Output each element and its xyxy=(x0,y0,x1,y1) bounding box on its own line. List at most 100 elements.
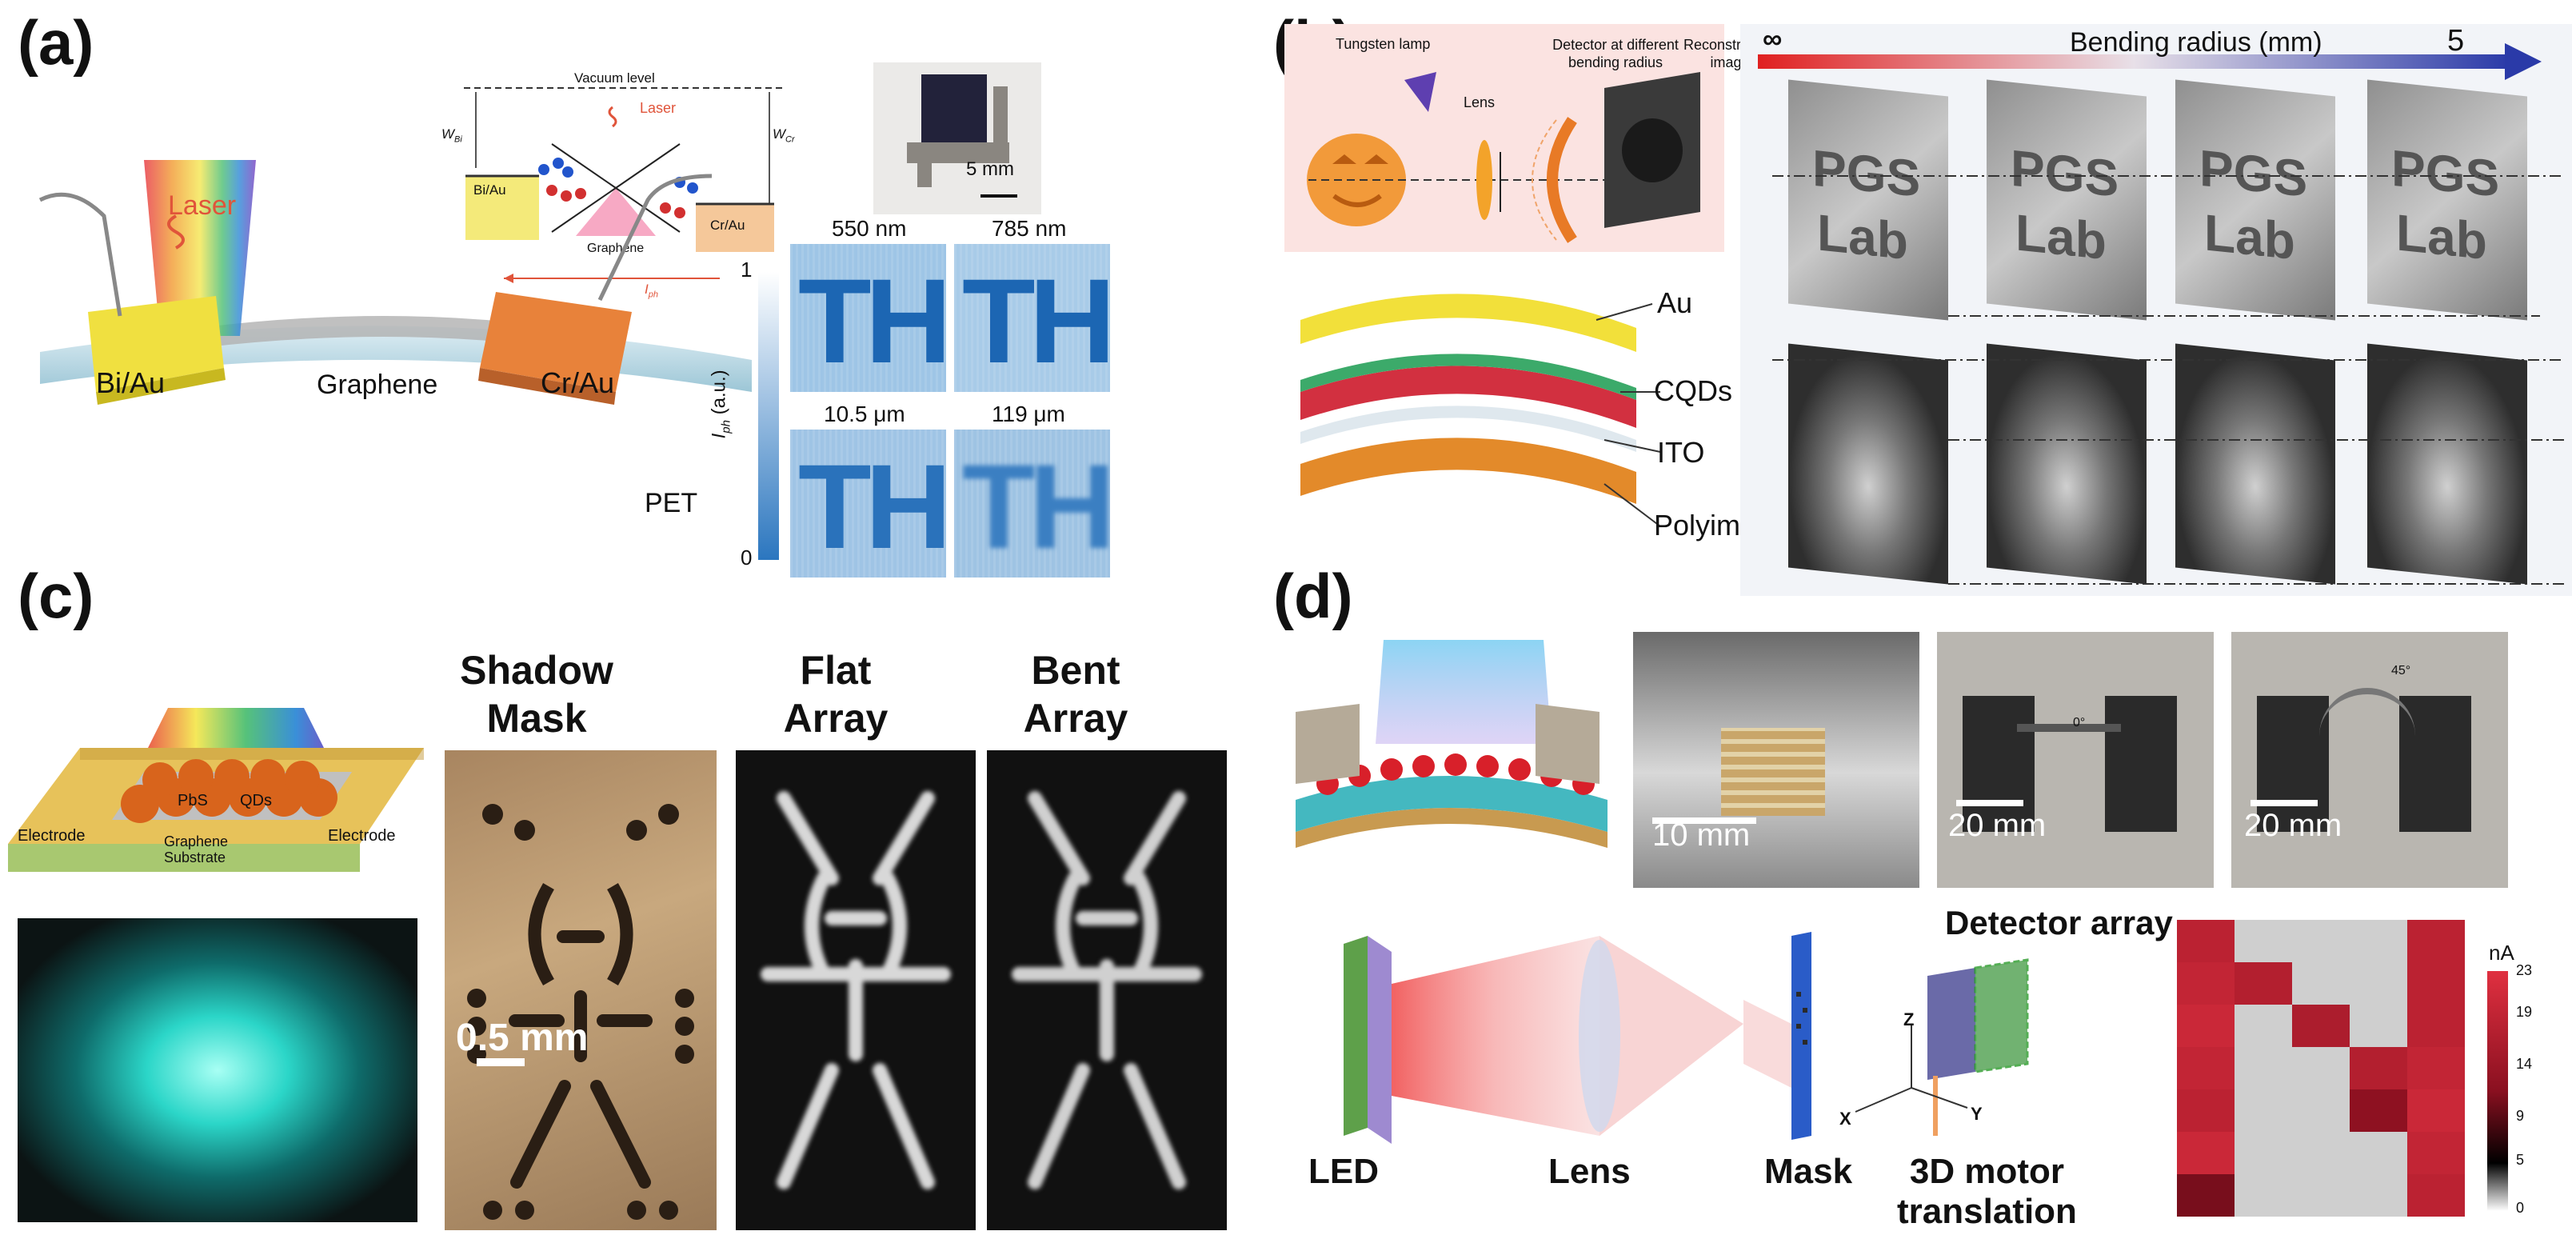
work-function-cr-label: WCr xyxy=(773,126,795,144)
photo-scale-label: 5 mm xyxy=(966,158,1014,180)
heatmap-cell-r5-c3 xyxy=(2350,1132,2407,1174)
bending-radius-arrow xyxy=(1758,54,2510,69)
graphene-label: Graphene xyxy=(164,833,229,849)
colorbar-label-unit: (a.u.) xyxy=(708,370,730,421)
bent-device-photo xyxy=(18,918,417,1222)
heatmap-cell-r0-c2 xyxy=(2292,920,2350,962)
band-iph-label: Iph xyxy=(645,282,658,299)
band-iph-main: I xyxy=(645,282,649,297)
heatmap-cell-r3-c4 xyxy=(2407,1047,2465,1089)
heatmap-cell-r5-c0 xyxy=(2177,1132,2235,1174)
map-label-785: 785 nm xyxy=(992,216,1067,241)
heatmap-cell-r0-c0 xyxy=(2177,920,2235,962)
heatmap-cell-r6-c2 xyxy=(2292,1174,2350,1217)
bending-infinity-label: ∞ xyxy=(1763,24,1783,54)
layer-ito-label: ITO xyxy=(1657,436,1705,469)
heatmap-cell-r1-c2 xyxy=(2292,962,2350,1005)
heatmap-cell-r6-c4 xyxy=(2407,1174,2465,1217)
heatmap-cell-r5-c4 xyxy=(2407,1132,2465,1174)
band-graphene-label: Graphene xyxy=(587,242,645,255)
map-letters: TH xyxy=(798,439,946,574)
heatmap-colorbar xyxy=(2487,971,2508,1211)
heatmap-cell-r2-c4 xyxy=(2407,1005,2465,1047)
led-label: LED xyxy=(1308,1152,1379,1191)
axis-z-label: Z xyxy=(1903,1009,1915,1029)
photocurrent-heatmap xyxy=(2177,920,2465,1217)
heatmap-cell-r4-c3 xyxy=(2350,1089,2407,1132)
w-bi-main: W xyxy=(441,126,455,142)
map-label-550: 550 nm xyxy=(832,216,907,241)
map-letters: TH xyxy=(962,254,1110,388)
pbs-device-illustration xyxy=(8,708,424,872)
mask-label: Mask xyxy=(1764,1152,1853,1191)
map-letters: TH xyxy=(962,439,1110,574)
heatmap-cell-r0-c4 xyxy=(2407,920,2465,962)
device-bi-au-label: Bi/Au xyxy=(96,366,166,399)
angle-label-0: 0° xyxy=(2073,716,2086,729)
mask-scale-label: 0.5 mm xyxy=(456,1017,589,1059)
electrode-left-label: Electrode xyxy=(18,827,86,845)
photocurrent-map-785: TH xyxy=(954,244,1110,392)
stage-block-left xyxy=(1963,696,2035,832)
heatmap-tick-9: 9 xyxy=(2516,1108,2525,1124)
heatmap-unit-label: nA xyxy=(2489,941,2514,965)
band-laser-label: Laser xyxy=(640,100,677,116)
w-cr-main: W xyxy=(773,126,786,142)
flat-array-line2: Array xyxy=(783,696,889,741)
heatmap-cell-r3-c2 xyxy=(2292,1047,2350,1089)
heatmap-cell-r2-c0 xyxy=(2177,1005,2235,1047)
panel-label-d: (d) xyxy=(1273,561,1353,631)
heatmap-cell-r1-c4 xyxy=(2407,962,2465,1005)
motor-label: 3D motor translation xyxy=(1897,1152,2077,1232)
heatmap-tick-5: 5 xyxy=(2516,1152,2525,1168)
flat-array-pattern xyxy=(761,791,951,1189)
flat-stage-photo xyxy=(1937,632,2214,888)
map-colorbar xyxy=(758,272,779,560)
imaging-setup-illustration xyxy=(1307,72,1700,243)
device-graphene-label: Graphene xyxy=(317,370,438,400)
flat-array-line1: Flat xyxy=(800,648,872,693)
photo-chip xyxy=(921,74,987,145)
map-label-10-5: 10.5 μm xyxy=(824,402,905,426)
bent-array-photo xyxy=(1633,632,1919,888)
photo-scale-bar xyxy=(2251,800,2318,806)
device-laser-label: Laser xyxy=(168,190,237,221)
panel-label-a: (a) xyxy=(18,7,94,78)
heatmap-cell-r3-c1 xyxy=(2235,1047,2292,1089)
axis-y-label: Y xyxy=(1971,1104,1983,1124)
panel-label-c: (c) xyxy=(18,561,94,631)
photo-scale-bar xyxy=(980,194,1017,198)
work-function-bi-label: WBi xyxy=(441,126,462,144)
device-pet-label: PET xyxy=(645,488,698,518)
heatmap-cell-r5-c2 xyxy=(2292,1132,2350,1174)
graphene-device-illustration xyxy=(38,160,752,405)
detector-label: Detector at different bending radius xyxy=(1552,37,1679,70)
device-cr-au-label: Cr/Au xyxy=(541,366,615,399)
pbs-label: PbS xyxy=(178,792,208,809)
bent-array-pattern xyxy=(1012,791,1202,1189)
heatmap-cell-r6-c0 xyxy=(2177,1174,2235,1217)
photo-leg-left xyxy=(917,158,932,187)
photo-leg-right xyxy=(993,86,1008,158)
bent-array-line1: Bent xyxy=(1031,648,1120,693)
heatmap-tick-19: 19 xyxy=(2516,1004,2533,1020)
heatmap-cell-r1-c1 xyxy=(2235,962,2292,1005)
photo-scale-bar xyxy=(1652,817,1756,824)
motor-label-line1: 3D motor xyxy=(1909,1152,2065,1191)
band-cr-au-label: Cr/Au xyxy=(710,218,745,233)
flexible-array-illustration xyxy=(1296,640,1608,848)
angle-label-45: 45° xyxy=(2391,664,2411,677)
band-bi-au-label: Bi/Au xyxy=(473,182,506,198)
heatmap-cell-r3-c0 xyxy=(2177,1047,2235,1089)
bending-end-label: 5 xyxy=(2447,24,2465,58)
photocurrent-map-10-5: TH xyxy=(790,430,946,578)
heatmap-cell-r2-c2 xyxy=(2292,1005,2350,1047)
heatmap-tick-23: 23 xyxy=(2516,962,2533,978)
heatmap-cell-r3-c3 xyxy=(2350,1047,2407,1089)
qds-label: QDs xyxy=(240,792,272,809)
band-iph-sub: ph xyxy=(648,290,658,300)
layer-stack-illustration xyxy=(1300,294,1661,527)
layer-cqds-label: CQDs xyxy=(1654,374,1732,407)
heatmap-cell-r6-c1 xyxy=(2235,1174,2292,1217)
heatmap-cell-r2-c1 xyxy=(2235,1005,2292,1047)
